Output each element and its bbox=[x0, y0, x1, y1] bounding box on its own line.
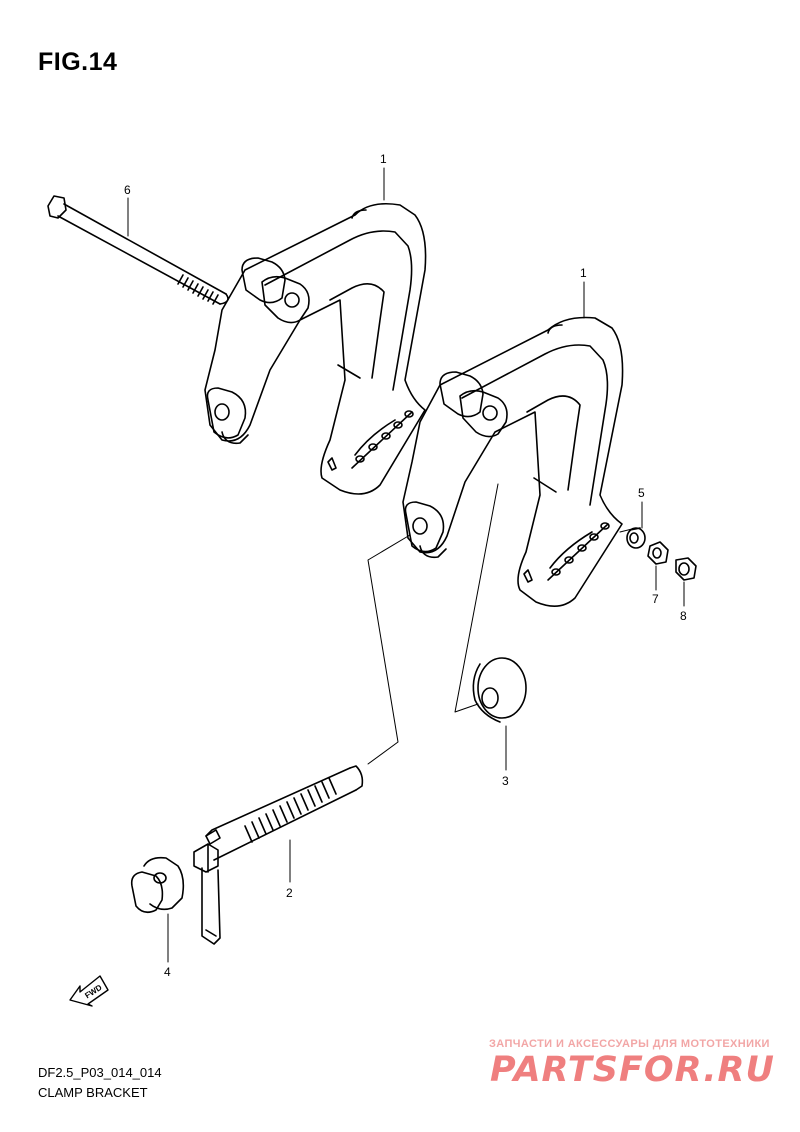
callout-8: 8 bbox=[680, 609, 687, 623]
nut-part-8 bbox=[675, 557, 697, 581]
bushing-part-4 bbox=[130, 856, 185, 914]
clamp-pad-part-3 bbox=[472, 657, 527, 723]
clamp-bracket-rear bbox=[204, 202, 427, 495]
figure-title: FIG.14 bbox=[38, 48, 118, 76]
callout-3: 3 bbox=[502, 774, 509, 788]
figure-reference-code: DF2.5_P03_014_014 bbox=[38, 1065, 162, 1080]
assembly-guide-lines bbox=[367, 483, 637, 765]
callout-1-rear: 1 bbox=[380, 152, 387, 166]
callout-2: 2 bbox=[286, 886, 293, 900]
callout-6: 6 bbox=[124, 183, 131, 197]
clamp-screw-part-2 bbox=[193, 765, 364, 945]
forward-badge-label: FWD bbox=[83, 983, 103, 1001]
bolt-part-6 bbox=[47, 195, 229, 305]
figure-caption: CLAMP BRACKET bbox=[38, 1085, 148, 1100]
washer-part-5 bbox=[626, 527, 646, 549]
watermark-tagline: ЗАПЧАСТИ И АКСЕССУАРЫ ДЛЯ МОТОТЕХНИКИ bbox=[489, 1038, 770, 1050]
nut-part-7 bbox=[647, 541, 669, 565]
callout-1-front: 1 bbox=[580, 266, 587, 280]
clamp-bracket-front bbox=[402, 316, 624, 607]
callout-5: 5 bbox=[638, 486, 645, 500]
callout-7: 7 bbox=[652, 592, 659, 606]
leader-lines bbox=[127, 167, 685, 963]
callout-4: 4 bbox=[164, 965, 171, 979]
watermark-logo: PARTSFOR.RU bbox=[490, 1050, 775, 1090]
forward-arrow-icon: FWD bbox=[69, 975, 109, 1007]
